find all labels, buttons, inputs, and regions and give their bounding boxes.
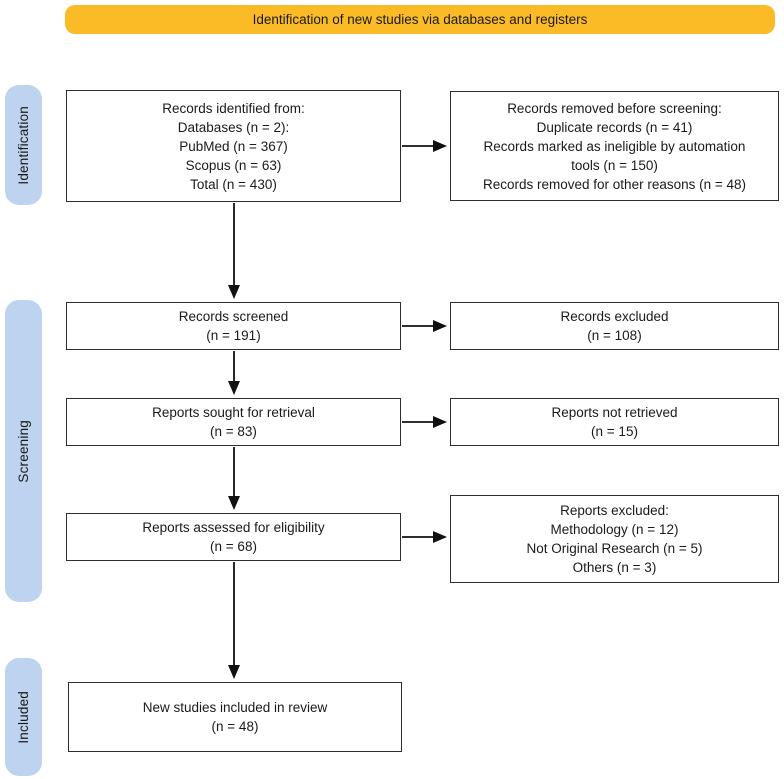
box-reports-sought: Reports sought for retrieval (n = 83) [66,398,401,446]
box-records-removed-before-screening: Records removed before screening: Duplic… [450,91,779,201]
box-reports-not-retrieved: Reports not retrieved (n = 15) [450,398,779,446]
banner-identification-via-databases: Identification of new studies via databa… [65,5,775,34]
stage-label-identification: Identification [16,105,31,185]
stage-pill-identification: Identification [5,85,42,205]
banner-label: Identification of new studies via databa… [252,12,588,27]
box-records-identified: Records identified from: Databases (n = … [66,90,401,202]
box-records-excluded: Records excluded (n = 108) [450,302,779,350]
box-reports-excluded: Reports excluded: Methodology (n = 12) N… [450,495,779,583]
stage-label-included: Included [16,690,31,744]
stage-label-screening: Screening [16,419,31,483]
box-records-screened: Records screened (n = 191) [66,302,401,350]
box-reports-assessed: Reports assessed for eligibility (n = 68… [66,513,401,561]
stage-pill-included: Included [5,658,42,776]
stage-pill-screening: Screening [5,300,42,602]
box-new-studies-included: New studies included in review (n = 48) [68,682,402,752]
